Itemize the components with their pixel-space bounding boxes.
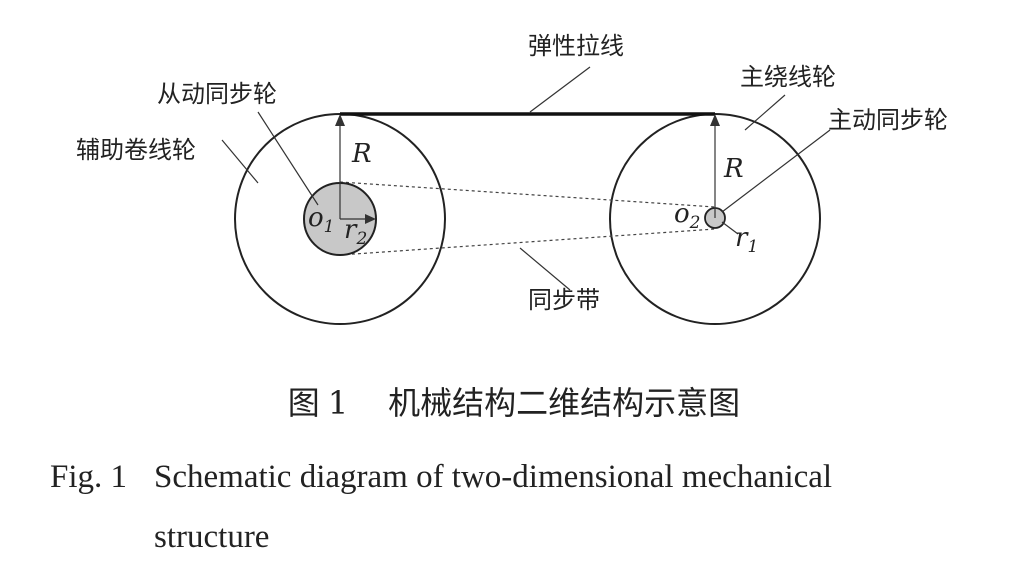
caption-en-line2: structure xyxy=(154,519,270,555)
sync-belt-upper xyxy=(339,181,716,208)
arrowhead xyxy=(710,114,720,126)
arrowhead xyxy=(335,114,345,126)
label-elastic-wire: 弹性拉线 xyxy=(528,32,624,60)
label-main-winding-wheel: 主绕线轮 xyxy=(740,63,836,91)
label-sync-belt: 同步带 xyxy=(528,286,600,314)
symbol-R-left: R xyxy=(351,139,372,169)
symbol-r1: r1 xyxy=(735,223,758,257)
caption-cn-title: 机械结构二维结构示意图 xyxy=(388,384,741,422)
arrowhead xyxy=(365,214,376,224)
leader-main-winding xyxy=(744,94,786,131)
symbol-r2: r2 xyxy=(344,215,367,249)
symbol-o1: o1 xyxy=(308,203,334,237)
label-driven-sync-wheel: 从动同步轮 xyxy=(157,80,277,108)
leader-r1 xyxy=(721,221,739,235)
leader-driven-sync xyxy=(257,111,319,206)
symbol-R-right: R xyxy=(723,154,744,184)
caption-english: Fig. 1 Schematic diagram of two-dimension… xyxy=(50,447,1010,567)
leader-driving-sync xyxy=(721,129,831,213)
caption-en-label: Fig. 1 xyxy=(50,459,128,495)
leader-elastic-wire xyxy=(529,66,591,113)
sync-belt-lower xyxy=(339,228,716,256)
leader-aux-winding xyxy=(221,139,259,184)
caption-en-text1: Schematic diagram of two-dimensional mec… xyxy=(154,459,833,495)
caption-cn-label: 图 xyxy=(287,384,320,422)
caption-cn-number: 1 xyxy=(327,384,349,422)
label-driving-sync-wheel: 主动同步轮 xyxy=(828,106,948,134)
label-aux-winding-wheel: 辅助卷线轮 xyxy=(76,136,196,164)
caption-en-line1: Fig. 1 Schematic diagram of two-dimension… xyxy=(50,447,1010,507)
symbol-o2: o2 xyxy=(674,199,700,233)
leader-sync-belt xyxy=(519,247,571,291)
